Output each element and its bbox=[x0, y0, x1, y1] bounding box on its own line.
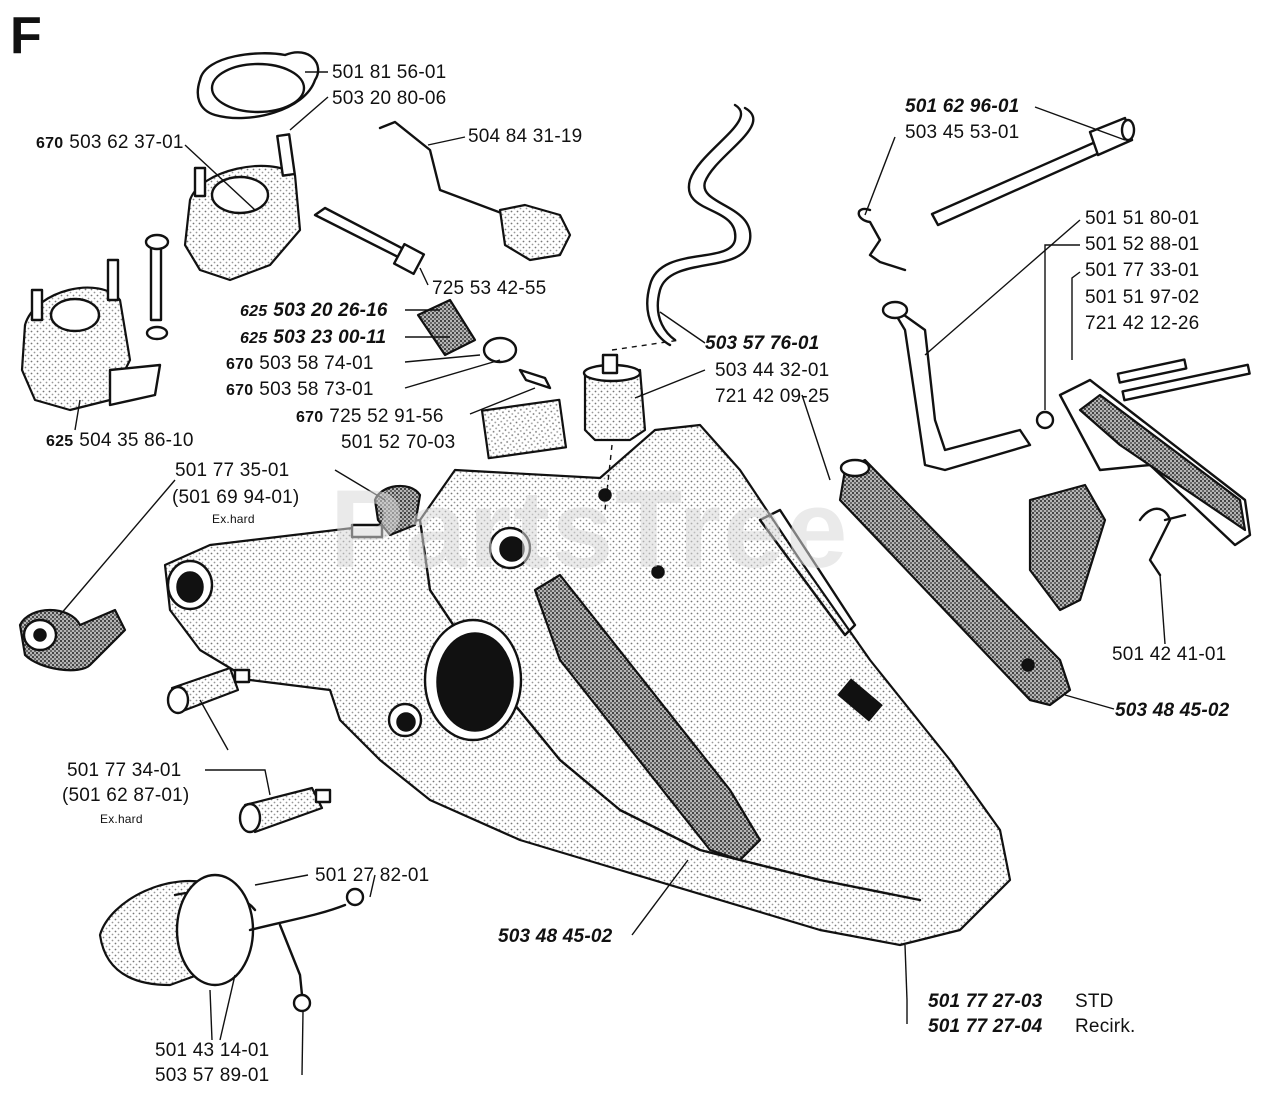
rubber-pad bbox=[480, 398, 568, 460]
throttle-trigger bbox=[881, 300, 1252, 612]
label-cap-ring: 501 27 82-01 bbox=[315, 865, 430, 886]
label-tank-recirk-note: Recirk. bbox=[1075, 1016, 1136, 1037]
intake-upper bbox=[183, 133, 302, 282]
label-trigger-1: 501 51 80-01 bbox=[1085, 208, 1200, 229]
gasket bbox=[196, 51, 320, 120]
label-trigger-5: 721 42 12-26 bbox=[1085, 313, 1200, 334]
label-damper-bottom-alt: (501 62 87-01) bbox=[62, 785, 190, 806]
damper-lower bbox=[238, 786, 332, 834]
fuel-hose bbox=[646, 103, 755, 347]
label-shaft: 501 62 96-01 bbox=[905, 96, 1020, 117]
damper-mid bbox=[166, 666, 251, 715]
bushing-set bbox=[416, 298, 552, 390]
label-handle-cover: 503 48 45-02 bbox=[1115, 700, 1230, 721]
label-tank-std-note: STD bbox=[1075, 991, 1114, 1012]
label-gasket-bottom: 503 20 80-06 bbox=[332, 88, 447, 109]
section-letter: F bbox=[10, 7, 42, 65]
shaft bbox=[857, 116, 1136, 272]
bolt bbox=[313, 206, 426, 276]
label-damper-top: 501 77 35-01 bbox=[175, 460, 290, 481]
label-trigger-2: 501 52 88-01 bbox=[1085, 234, 1200, 255]
label-damper-bottom: 501 77 34-01 bbox=[67, 760, 182, 781]
intake-lower bbox=[20, 233, 170, 412]
label-pad: 501 52 70-03 bbox=[341, 432, 456, 453]
label-tank-recirk: 501 77 27-04 bbox=[928, 1016, 1043, 1037]
watermark: PartsTree bbox=[330, 468, 850, 591]
label-cap-b: 503 57 89-01 bbox=[155, 1065, 270, 1086]
label-filter: 503 44 32-01 bbox=[715, 360, 830, 381]
fuel-cap bbox=[98, 873, 365, 1013]
label-trigger-4: 501 51 97-02 bbox=[1085, 287, 1200, 308]
fuel-filter bbox=[582, 339, 681, 511]
handle-cover bbox=[838, 458, 1072, 707]
choke-rod bbox=[378, 120, 572, 262]
label-damper-bottom-note: Ex.hard bbox=[100, 812, 143, 826]
fuel-tank-housing bbox=[163, 423, 1012, 947]
label-bolt: 725 53 42-55 bbox=[432, 278, 547, 299]
label-cap-a: 501 43 14-01 bbox=[155, 1040, 270, 1061]
label-gasket-top: 501 81 56-01 bbox=[332, 62, 447, 83]
label-housing-cover: 503 48 45-02 bbox=[498, 926, 613, 947]
label-trigger-3: 501 77 33-01 bbox=[1085, 260, 1200, 281]
damper-left bbox=[18, 608, 127, 672]
label-shaft-clip: 503 45 53-01 bbox=[905, 122, 1020, 143]
label-tank-std: 501 77 27-03 bbox=[928, 991, 1043, 1012]
label-rod: 504 84 31-19 bbox=[468, 126, 583, 147]
label-damper-top-note: Ex.hard bbox=[212, 512, 255, 526]
leader-lines bbox=[59, 71, 1166, 1076]
damper-upper bbox=[350, 484, 422, 539]
label-damper-top-alt: (501 69 94-01) bbox=[172, 487, 300, 508]
label-hose: 503 57 76-01 bbox=[705, 333, 820, 354]
label-spring: 501 42 41-01 bbox=[1112, 644, 1227, 665]
label-filter-pin: 721 42 09-25 bbox=[715, 386, 830, 407]
